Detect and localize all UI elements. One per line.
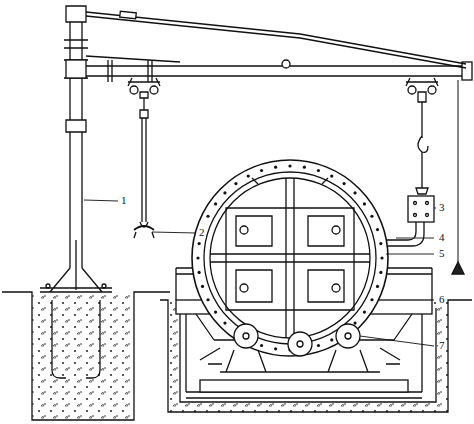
bolt-hole: [206, 298, 209, 301]
bolt-hole: [363, 202, 366, 205]
bolt-hole: [198, 242, 201, 245]
bolt-hole: [379, 271, 382, 274]
bolt-hole: [274, 166, 277, 169]
bolt-hole: [260, 169, 263, 172]
bolt-hole: [214, 202, 217, 205]
bolt-hole: [196, 256, 199, 259]
bolt-hole: [376, 285, 379, 288]
callout-number: 4: [438, 232, 446, 243]
leader-lines: [84, 200, 436, 346]
bolt-hole: [342, 182, 345, 185]
callout-number: 7: [438, 340, 446, 351]
bolt-hole: [379, 242, 382, 245]
right-trolley-hook: [406, 78, 438, 194]
crane-column: [40, 6, 112, 292]
bolt-hole: [288, 164, 291, 167]
tie-rod: [86, 11, 466, 68]
bolt-hole: [234, 182, 237, 185]
bolt-hole: [201, 285, 204, 288]
callout-number: 6: [438, 294, 446, 305]
jib-beam: [86, 56, 472, 82]
bolt-hole: [330, 338, 333, 341]
bolt-hole: [363, 310, 366, 313]
callout-number: 1: [120, 195, 128, 206]
bolt-hole: [223, 321, 226, 324]
left-trolley-sling: [128, 78, 160, 238]
support-rollers: [200, 324, 400, 372]
bolt-hole: [317, 169, 320, 172]
bolt-hole: [198, 271, 201, 274]
bolt-hole: [353, 321, 356, 324]
bolt-hole: [274, 347, 277, 350]
bolt-hole: [260, 344, 263, 347]
bolt-hole: [247, 174, 250, 177]
bolt-hole: [370, 298, 373, 301]
bolt-hole: [376, 228, 379, 231]
ring-body: [192, 160, 388, 356]
bolt-hole: [380, 256, 383, 259]
bolt-hole: [370, 215, 373, 218]
bolt-hole: [353, 191, 356, 194]
bolt-hole: [223, 191, 226, 194]
bolt-hole: [214, 310, 217, 313]
bolt-hole: [330, 174, 333, 177]
callout-number: 3: [438, 202, 446, 213]
callout-number: 5: [438, 248, 446, 259]
bolt-hole: [206, 215, 209, 218]
pendant-line: [452, 80, 464, 274]
column-foundation: [2, 292, 170, 420]
bolt-hole: [303, 166, 306, 169]
bolt-hole: [317, 344, 320, 347]
callout-number: 2: [198, 227, 206, 238]
